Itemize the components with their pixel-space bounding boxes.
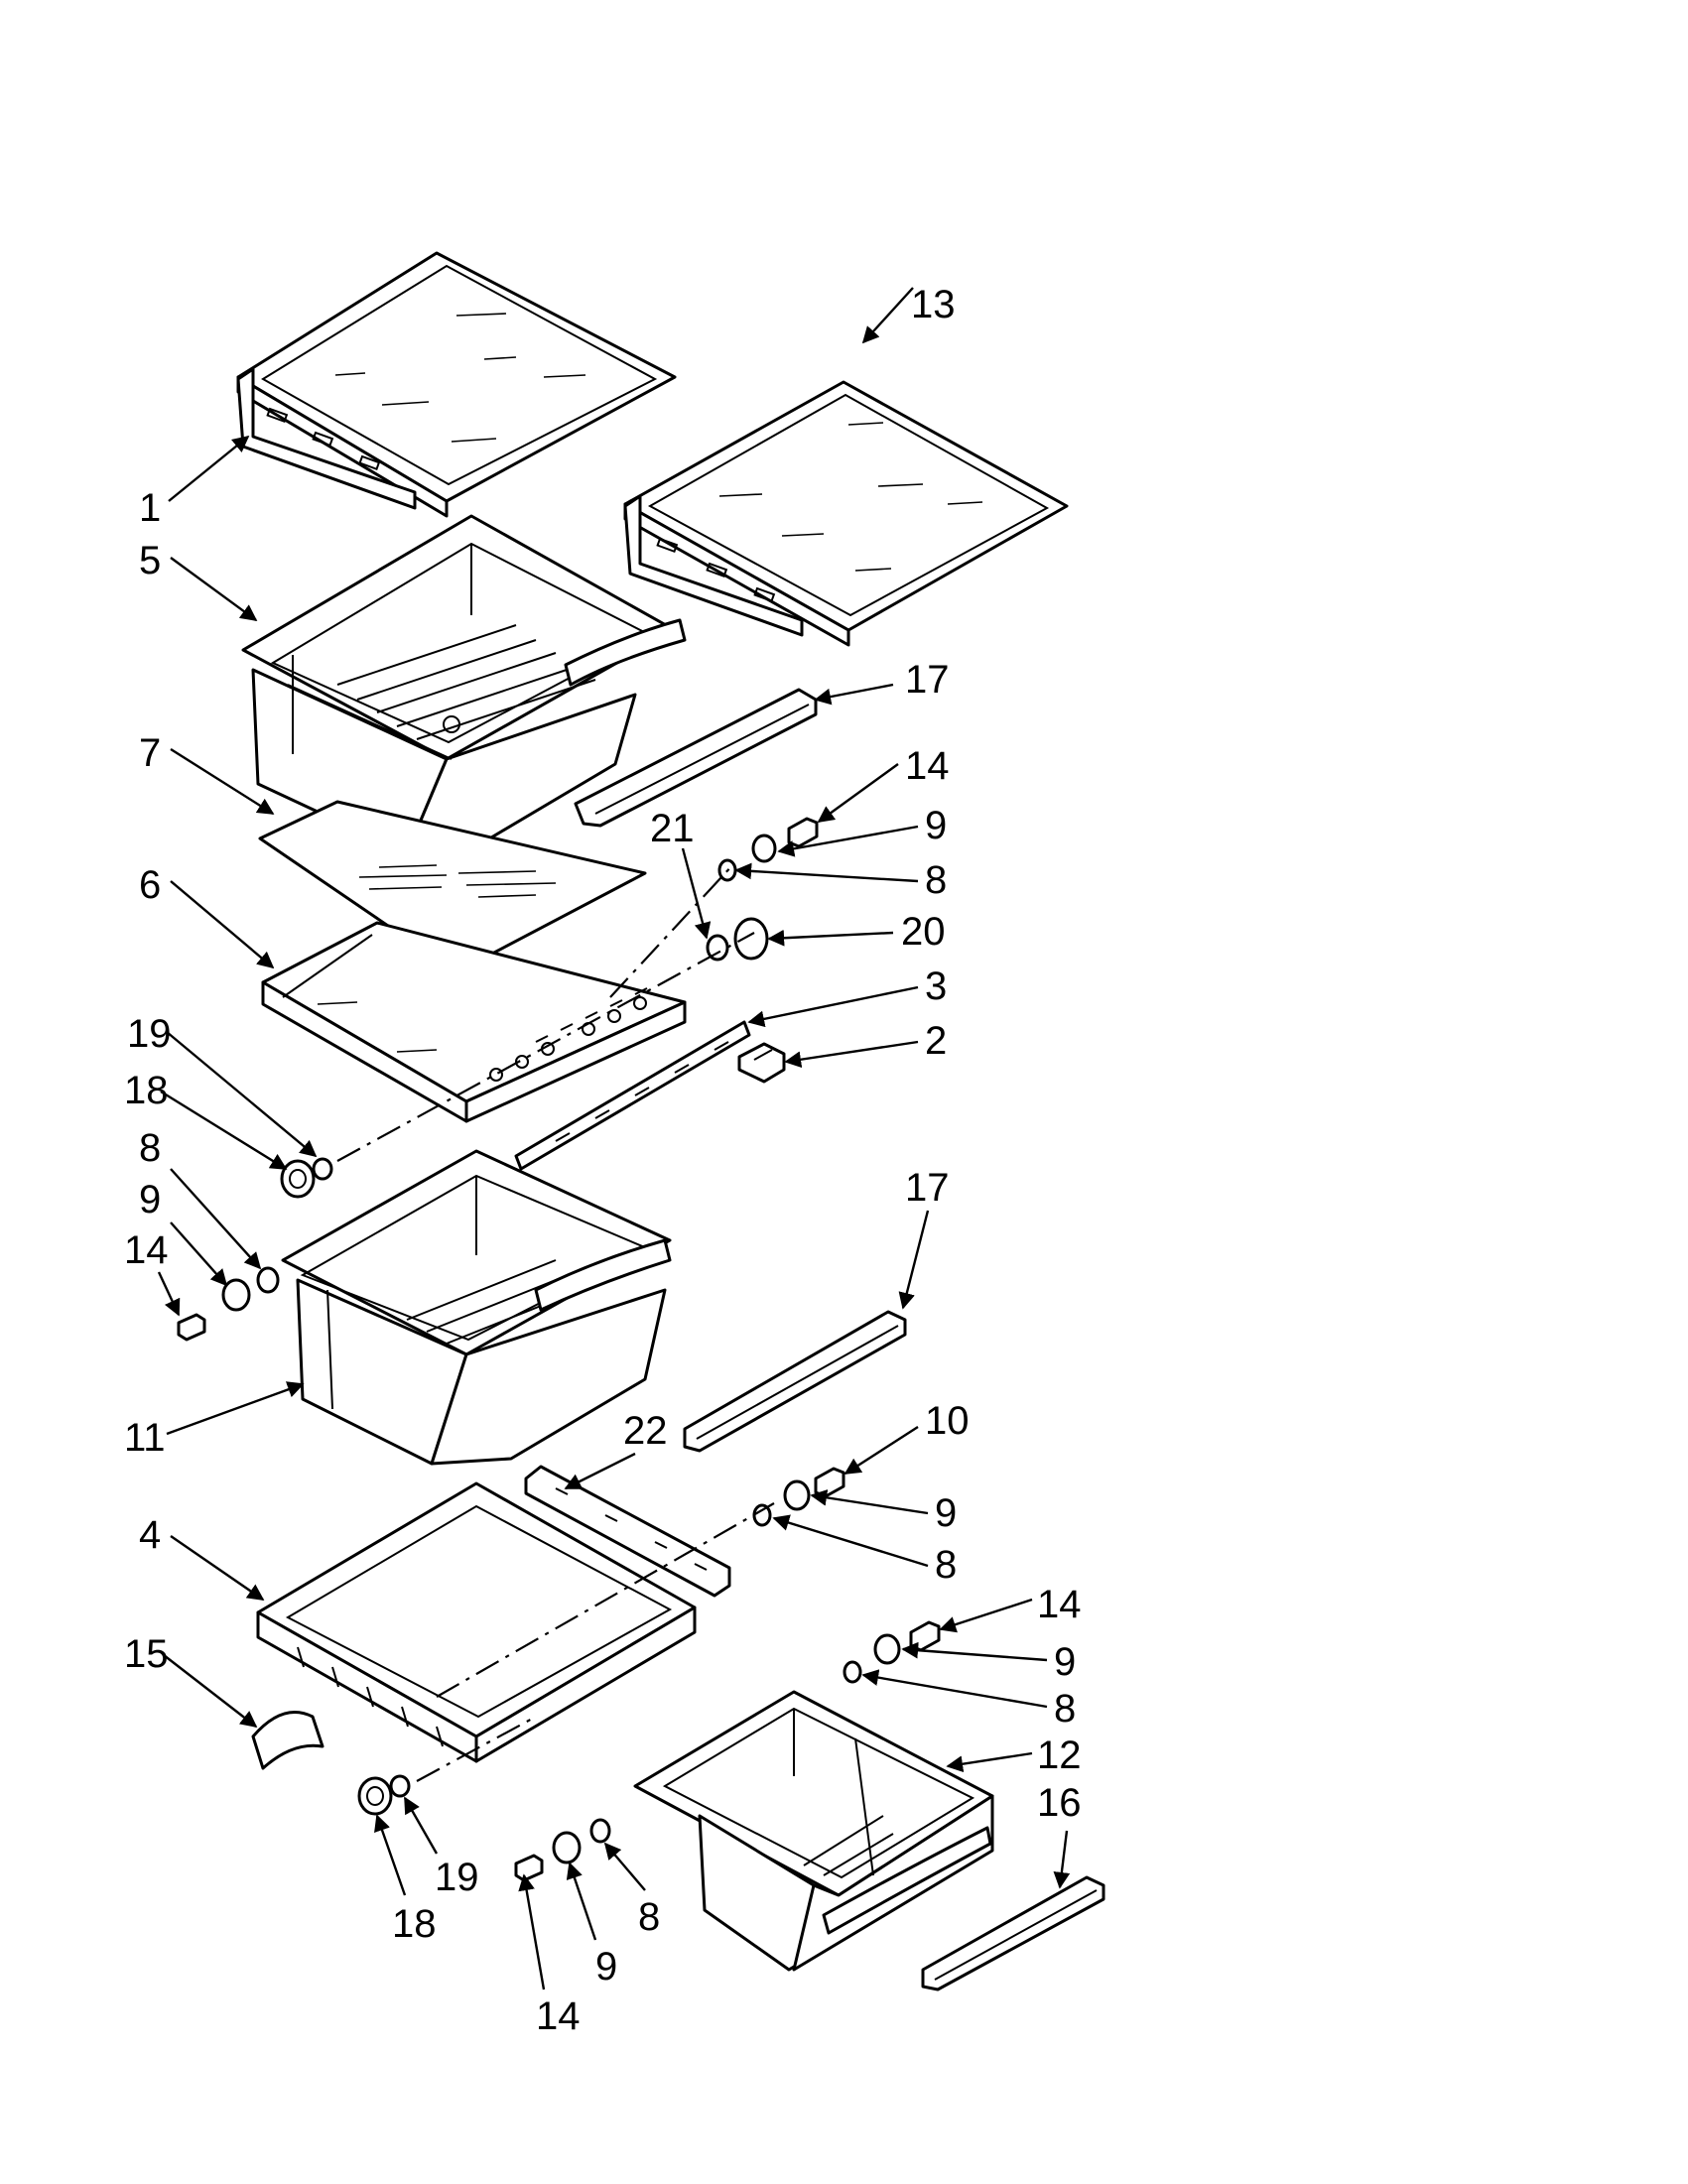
callout-12: 12 bbox=[1037, 1734, 1082, 1777]
callout-22: 22 bbox=[623, 1409, 668, 1453]
callout-17-lower: 17 bbox=[905, 1166, 950, 1210]
callout-9-bottom: 9 bbox=[595, 1945, 617, 1989]
leader-8-bottom bbox=[603, 1842, 646, 1891]
leader-22 bbox=[564, 1452, 636, 1490]
leader-16 bbox=[1053, 1830, 1071, 1889]
callout-16: 16 bbox=[1037, 1781, 1082, 1825]
leader-17-upper bbox=[814, 683, 894, 706]
callout-19-upper: 19 bbox=[127, 1012, 172, 1056]
glass-shelf-part-13 bbox=[623, 380, 1069, 647]
callout-11: 11 bbox=[124, 1416, 166, 1460]
callout-14-upper: 14 bbox=[905, 744, 950, 788]
leader-7 bbox=[170, 747, 275, 816]
callout-8-left: 8 bbox=[139, 1126, 161, 1170]
drawer-handle-part-17-upper bbox=[574, 688, 818, 828]
callout-18-upper: 18 bbox=[124, 1069, 169, 1112]
roller-hardware-left-lower bbox=[357, 1774, 411, 1816]
callout-9-left: 9 bbox=[139, 1178, 161, 1221]
leader-14-left bbox=[157, 1271, 181, 1317]
callout-6: 6 bbox=[139, 863, 161, 907]
leader-21 bbox=[681, 847, 712, 940]
leader-9-bottom bbox=[566, 1862, 597, 1941]
leader-8-left bbox=[170, 1168, 262, 1270]
leader-6 bbox=[170, 880, 275, 969]
callout-13: 13 bbox=[911, 283, 956, 326]
callout-14-left: 14 bbox=[124, 1228, 169, 1272]
leader-19-lower bbox=[403, 1796, 439, 1855]
leader-18-upper bbox=[160, 1090, 288, 1171]
cover-part-15 bbox=[251, 1711, 325, 1770]
leader-9-left bbox=[170, 1221, 228, 1287]
screw-bushing-hardware-lower-right bbox=[843, 1620, 941, 1684]
callout-5: 5 bbox=[139, 539, 161, 582]
callout-1: 1 bbox=[139, 486, 161, 530]
callout-8-upper: 8 bbox=[925, 858, 947, 902]
leader-4 bbox=[170, 1535, 265, 1601]
callout-21: 21 bbox=[650, 807, 695, 850]
assembly-axis-lines bbox=[336, 862, 775, 1782]
leader-19-upper bbox=[166, 1031, 318, 1158]
clip-part-2 bbox=[737, 1042, 786, 1084]
screw-bushing-hardware-middle-right bbox=[752, 1467, 845, 1527]
leader-9-middle bbox=[810, 1488, 929, 1515]
leader-9-upper bbox=[777, 825, 919, 857]
screw-bushing-hardware-bottom bbox=[514, 1818, 611, 1882]
leader-10 bbox=[844, 1425, 919, 1476]
callout-8-lower: 8 bbox=[1054, 1687, 1076, 1731]
leader-14-lower bbox=[939, 1598, 1033, 1633]
callout-14-lower: 14 bbox=[1037, 1583, 1082, 1626]
callout-14-bottom: 14 bbox=[536, 1994, 581, 2038]
leader-17-lower bbox=[898, 1210, 930, 1310]
leader-3 bbox=[747, 985, 919, 1028]
callout-9-upper: 9 bbox=[925, 804, 947, 847]
leader-12 bbox=[946, 1751, 1033, 1773]
drawer-handle-part-17-lower bbox=[683, 1310, 907, 1453]
leader-arrows bbox=[157, 287, 1071, 1991]
leader-13 bbox=[861, 287, 914, 344]
slide-rail-part-3 bbox=[514, 1020, 751, 1171]
leader-5 bbox=[170, 557, 258, 621]
leader-1 bbox=[168, 435, 250, 502]
crisper-drawer-part-11 bbox=[281, 1149, 672, 1466]
leader-8-upper bbox=[734, 862, 919, 883]
shelf-frame-part-4 bbox=[256, 1481, 697, 1763]
rail-part-22 bbox=[524, 1465, 731, 1598]
callout-4: 4 bbox=[139, 1513, 161, 1557]
callout-7: 7 bbox=[139, 731, 161, 775]
callout-15: 15 bbox=[124, 1632, 169, 1676]
roller-hardware-left-upper bbox=[280, 1157, 333, 1199]
leader-2 bbox=[784, 1040, 919, 1069]
callout-17-upper: 17 bbox=[905, 658, 950, 702]
leader-14-upper bbox=[817, 763, 899, 823]
callout-8-bottom: 8 bbox=[638, 1895, 660, 1939]
leader-20 bbox=[767, 929, 894, 947]
callout-9-middle: 9 bbox=[935, 1491, 957, 1535]
leader-14-bottom bbox=[518, 1873, 546, 1991]
deli-drawer-part-12 bbox=[633, 1690, 994, 1972]
leader-15 bbox=[163, 1654, 258, 1729]
callout-8-middle: 8 bbox=[935, 1543, 957, 1587]
leader-11 bbox=[166, 1381, 305, 1436]
callout-3: 3 bbox=[925, 964, 947, 1008]
glass-shelf-part-1 bbox=[236, 251, 677, 518]
callout-labels: 1 13 5 17 7 14 9 21 8 6 20 3 2 19 18 8 1… bbox=[124, 283, 1082, 2038]
leader-9-lower bbox=[901, 1641, 1048, 1662]
callout-10: 10 bbox=[925, 1399, 970, 1443]
callout-20: 20 bbox=[901, 910, 946, 954]
screw-bushing-hardware-left bbox=[177, 1266, 280, 1342]
callout-2: 2 bbox=[925, 1019, 947, 1063]
callout-19-lower: 19 bbox=[435, 1856, 479, 1899]
leader-8-lower bbox=[861, 1669, 1048, 1709]
callout-18-lower: 18 bbox=[392, 1902, 437, 1946]
crisper-cover-part-6 bbox=[261, 921, 687, 1123]
leader-8-middle bbox=[772, 1514, 929, 1568]
screw-bushing-hardware-upper-right bbox=[706, 817, 819, 962]
drawer-handle-part-16 bbox=[921, 1875, 1105, 1991]
callout-9-lower: 9 bbox=[1054, 1640, 1076, 1684]
leader-18-lower bbox=[374, 1814, 407, 1896]
